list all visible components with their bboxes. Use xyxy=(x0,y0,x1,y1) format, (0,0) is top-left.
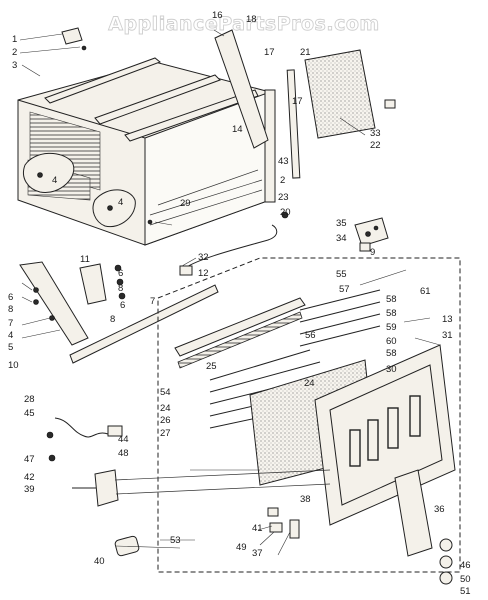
callout-label: 4 xyxy=(8,330,13,341)
callout-label: 34 xyxy=(336,233,347,244)
callout-label: 45 xyxy=(24,408,35,419)
callout-label: 41 xyxy=(252,523,263,534)
screw-icon xyxy=(37,172,153,225)
callout-label: 2 xyxy=(12,47,17,58)
callout-label: 58 xyxy=(386,308,397,319)
callout-label: 26 xyxy=(160,415,171,426)
mounting-bracket xyxy=(79,263,107,305)
knob-icon xyxy=(439,538,453,585)
callout-label: 16 xyxy=(212,10,223,21)
front-assembly-outline xyxy=(157,257,461,573)
callout-label: 38 xyxy=(300,494,311,505)
callout-label: 4 xyxy=(52,175,57,186)
callout-label: 59 xyxy=(386,322,397,333)
callout-label: 56 xyxy=(305,330,316,341)
callout-label: 6 xyxy=(118,268,123,279)
callout-label: 61 xyxy=(420,286,431,297)
access-door xyxy=(394,469,433,557)
callout-label: 8 xyxy=(118,283,123,294)
callout-label: 40 xyxy=(94,556,105,567)
callout-label: 23 xyxy=(278,192,289,203)
callout-label: 51 xyxy=(460,586,471,597)
callout-label: 47 xyxy=(24,454,35,465)
callout-label: 14 xyxy=(232,124,243,135)
callout-label: 46 xyxy=(460,560,471,571)
callout-label: 50 xyxy=(460,574,471,585)
cutout-blob xyxy=(92,189,136,228)
callout-label: 36 xyxy=(434,504,445,515)
side-panel xyxy=(304,49,376,139)
callout-label: 7 xyxy=(8,318,13,329)
callout-label: 27 xyxy=(160,428,171,439)
callout-label: 28 xyxy=(24,394,35,405)
callout-label: 3 xyxy=(12,60,17,71)
callout-label: 8 xyxy=(8,304,13,315)
callout-label: 22 xyxy=(370,140,381,151)
callout-label: 24 xyxy=(304,378,315,389)
callout-label: 21 xyxy=(300,47,311,58)
callout-label: 49 xyxy=(236,542,247,553)
callout-label: 13 xyxy=(442,314,453,325)
callout-label: 44 xyxy=(118,434,129,445)
control-bracket xyxy=(94,469,119,507)
callout-label: 58 xyxy=(386,348,397,359)
callout-label: 32 xyxy=(198,252,209,263)
top-rails xyxy=(44,29,269,149)
callout-label: 30 xyxy=(386,364,397,375)
callout-label: 43 xyxy=(278,156,289,167)
callout-label: 55 xyxy=(336,269,347,280)
callout-label: 11 xyxy=(80,254,90,265)
callout-label: 60 xyxy=(386,336,397,347)
wire-harness xyxy=(184,224,278,269)
callout-label: 17 xyxy=(292,96,303,107)
callout-label: 20 xyxy=(280,207,291,218)
bracket-icon xyxy=(61,27,83,45)
callout-label: 2 xyxy=(280,175,285,186)
callout-label: 5 xyxy=(8,342,13,353)
callout-label: 17 xyxy=(264,47,275,58)
callout-label: 7 xyxy=(150,296,155,307)
callout-label: 31 xyxy=(442,330,453,341)
callout-label: 54 xyxy=(160,387,171,398)
cutout-blob xyxy=(23,152,75,193)
callout-label: 6 xyxy=(120,300,125,311)
callout-label: 29 xyxy=(180,198,191,209)
power-cord xyxy=(54,417,109,438)
callout-label: 42 xyxy=(24,472,35,483)
mounting-bracket xyxy=(19,261,89,346)
sill-rail xyxy=(69,284,219,364)
filter-clip xyxy=(114,535,140,557)
callout-label: 8 xyxy=(110,314,115,325)
callout-label: 10 xyxy=(8,360,19,371)
callout-label: 37 xyxy=(252,548,263,559)
callout-label: 1 xyxy=(12,34,17,45)
leader-lines xyxy=(19,29,441,556)
nut-icon xyxy=(33,264,126,321)
callout-label: 57 xyxy=(339,284,350,295)
callout-label: 53 xyxy=(170,535,181,546)
watermark: AppliancePartsPros.com xyxy=(108,13,379,35)
thermostat-part xyxy=(354,217,389,247)
callout-label: 18 xyxy=(246,14,257,25)
callout-label: 6 xyxy=(8,292,13,303)
callout-label: 35 xyxy=(336,218,347,229)
callout-label: 58 xyxy=(386,294,397,305)
callout-label: 4 xyxy=(118,197,123,208)
callout-label: 39 xyxy=(24,484,35,495)
callout-label: 12 xyxy=(198,268,209,279)
callout-label: 25 xyxy=(206,361,217,372)
callout-label: 48 xyxy=(118,448,129,459)
callout-label: 24 xyxy=(160,403,171,414)
callout-label: 9 xyxy=(370,247,375,258)
callout-label: 33 xyxy=(370,128,381,139)
